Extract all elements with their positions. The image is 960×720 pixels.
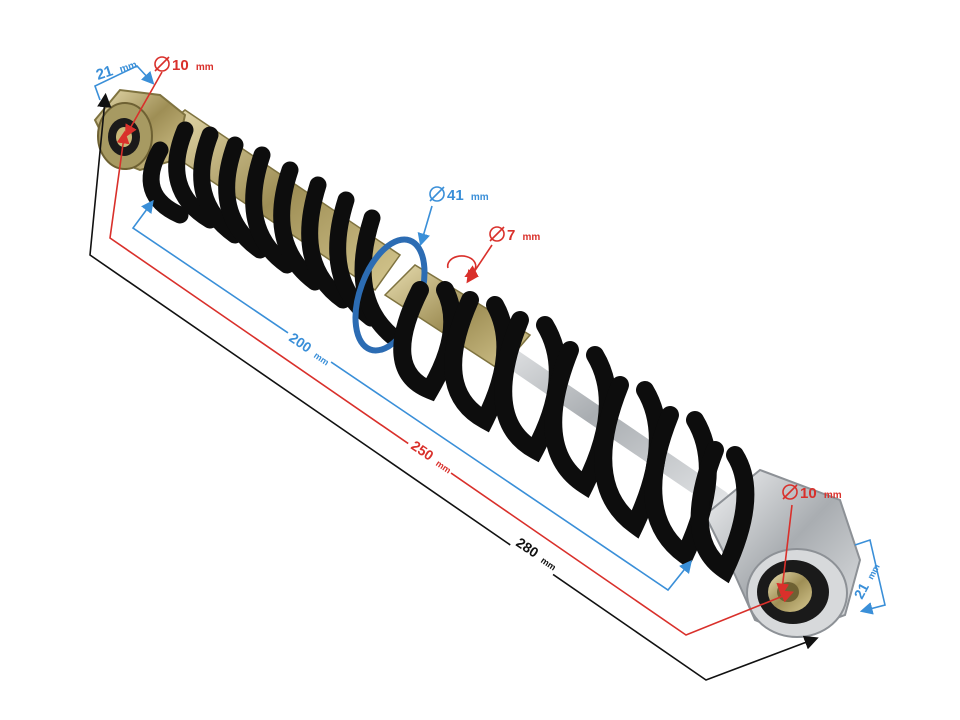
dimension-top-eye-width <box>94 65 155 101</box>
leader-bottom-bore <box>776 504 793 597</box>
svg-text:7 mm: 7 mm <box>507 227 540 244</box>
dimension-spring-length <box>131 199 692 592</box>
leader-spring-diameter <box>417 205 433 247</box>
diameter-icon <box>489 226 505 242</box>
diameter-icon <box>429 186 445 202</box>
leader-wire-diameter <box>446 244 493 284</box>
label-bottom-bore: 10 mm <box>782 484 842 502</box>
leader-top-bore <box>124 71 163 138</box>
diameter-icon <box>154 56 170 72</box>
dimension-bottom-eye-width <box>854 538 886 615</box>
spring-lower <box>393 281 755 584</box>
rotation-arrow-icon <box>446 255 479 277</box>
svg-text:41 mm: 41 mm <box>447 187 489 204</box>
svg-text:10 mm: 10 mm <box>800 485 842 502</box>
label-top-bore: 10 mm <box>154 56 214 74</box>
diameter-icon <box>782 484 798 500</box>
label-wire-diameter: 7 mm <box>489 226 540 244</box>
shock-absorber <box>93 88 862 638</box>
label-top-eye-width: 21 mm <box>94 55 139 84</box>
label-spring-diameter: 41 mm <box>429 186 489 204</box>
svg-text:10 mm: 10 mm <box>172 57 214 74</box>
